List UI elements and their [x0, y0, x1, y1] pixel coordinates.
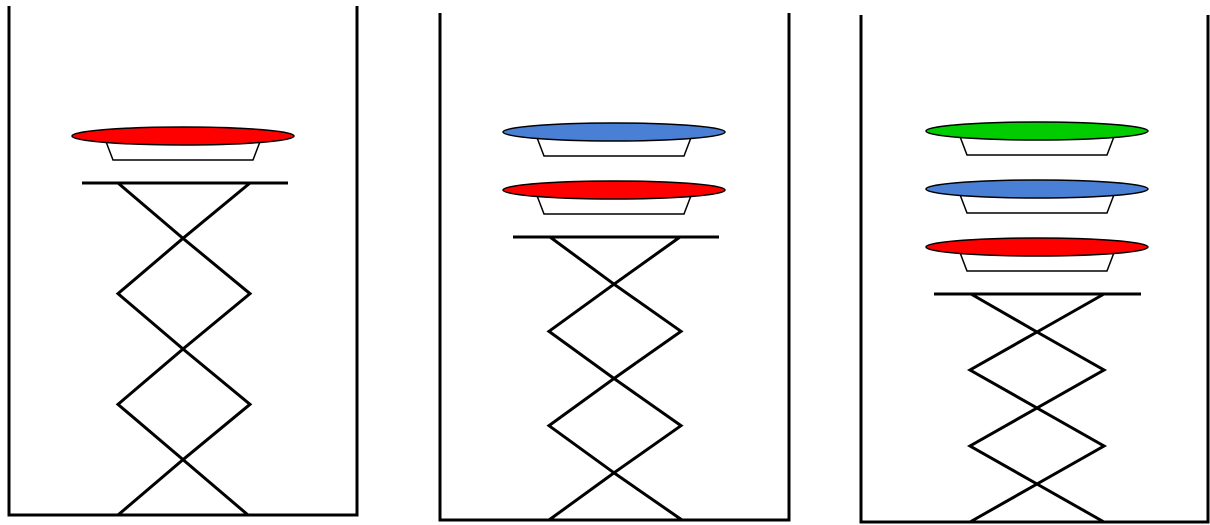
plate-rim-red [503, 181, 725, 199]
plate-rim-red [72, 127, 294, 145]
scissor-arm-right [971, 294, 1104, 522]
dispenser-panel-2 [440, 13, 789, 520]
plate-rim-green [926, 122, 1148, 140]
plate-red [72, 127, 294, 160]
dispenser-panel-3 [861, 15, 1208, 522]
dispenser-panel-1 [9, 6, 357, 515]
plate-rim-red [926, 238, 1148, 256]
container-wall [440, 13, 789, 520]
container-wall [9, 6, 357, 515]
plate-green [926, 122, 1148, 155]
scissor-arm-right [118, 183, 250, 515]
scissor-arm-right [550, 237, 682, 520]
plate-blue [926, 180, 1148, 213]
plate-red [926, 238, 1148, 271]
plate-blue [503, 123, 725, 156]
plate-rim-blue [926, 180, 1148, 198]
plate-rim-blue [503, 123, 725, 141]
plate-red [503, 181, 725, 214]
